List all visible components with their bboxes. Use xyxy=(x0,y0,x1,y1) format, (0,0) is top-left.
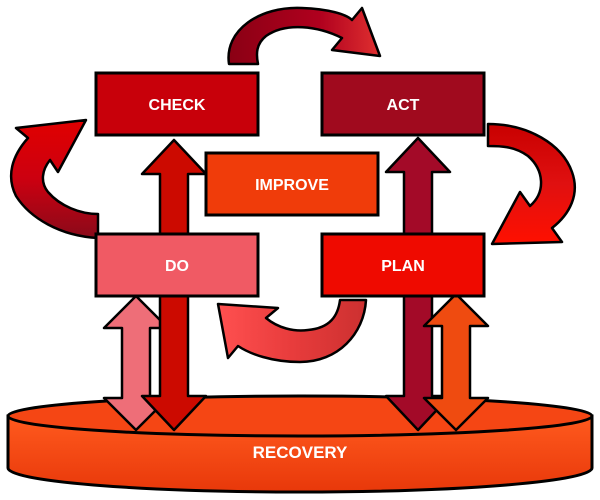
do-box: DO xyxy=(94,232,260,298)
plan-recovery-double-arrow xyxy=(422,292,490,432)
plan-label: PLAN xyxy=(381,258,425,275)
recovery-platform: RECOVERY xyxy=(6,394,594,494)
recovery-platform-top xyxy=(6,394,594,438)
do-recovery-double-arrow xyxy=(102,294,170,432)
check-box: CHECK xyxy=(94,71,260,137)
check-label: CHECK xyxy=(149,97,206,114)
act-to-plan-arrow xyxy=(486,122,577,246)
plan-to-do-arrow xyxy=(216,298,368,364)
plan-box: PLAN xyxy=(320,232,486,298)
do-to-check-arrow xyxy=(9,118,100,240)
check-to-act-arrow xyxy=(227,6,382,66)
do-label: DO xyxy=(165,258,189,275)
act-box: ACT xyxy=(320,71,486,137)
recovery-platform-body xyxy=(6,414,594,494)
improve-box: IMPROVE xyxy=(204,151,380,217)
improve-label: IMPROVE xyxy=(255,177,329,194)
act-label: ACT xyxy=(387,97,420,114)
recovery-label: RECOVERY xyxy=(253,443,348,462)
